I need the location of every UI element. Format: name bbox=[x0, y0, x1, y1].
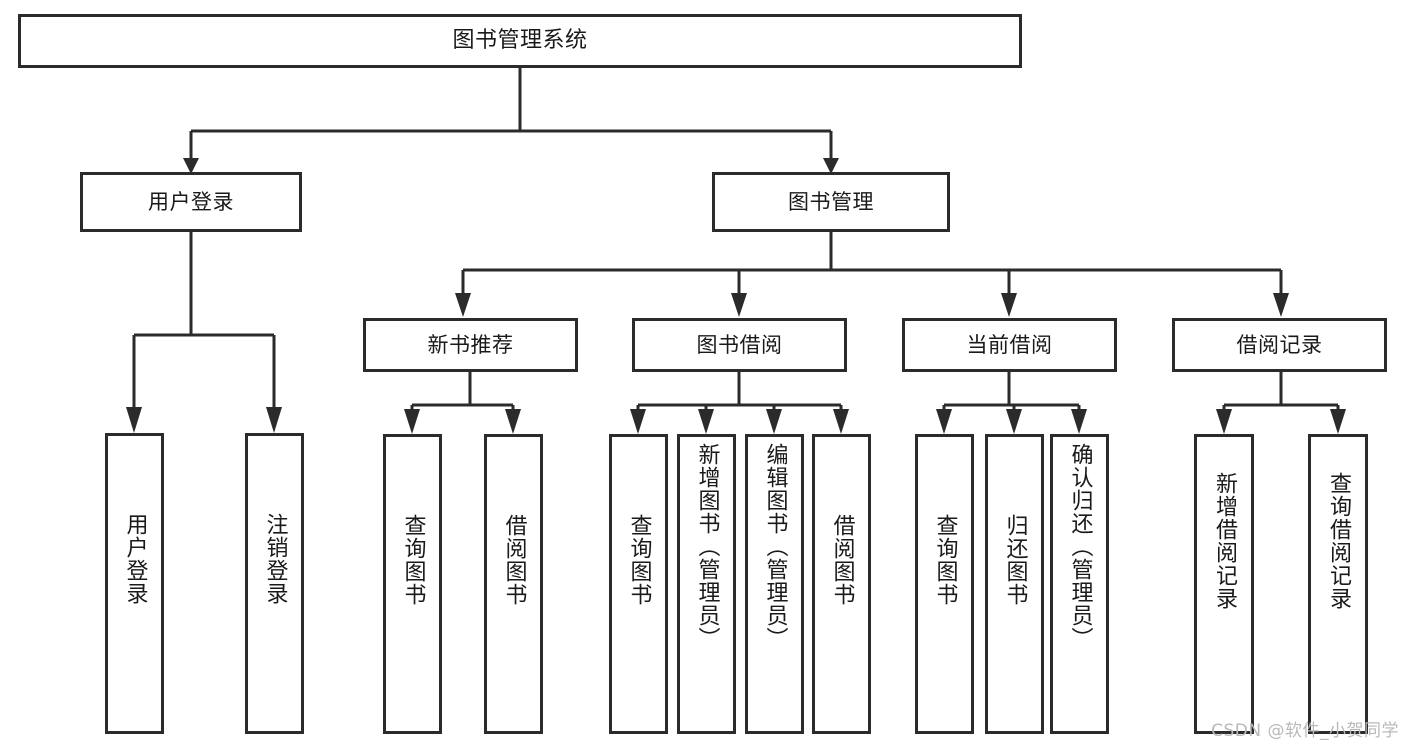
csdn-watermark: CSDN @软件_小贺同学 bbox=[1211, 721, 1399, 741]
arrow-cb-leaf-3 bbox=[1071, 409, 1087, 434]
node-label: 图书管理 bbox=[788, 189, 874, 214]
arrow-br-leaf-1 bbox=[1216, 409, 1232, 434]
node-book-manage[interactable]: 图书管理 bbox=[712, 172, 950, 232]
arrow-bb-leaf-1 bbox=[630, 409, 646, 434]
arrow-nbr-leaf-1 bbox=[404, 409, 420, 434]
arrow-l2-borrow-record bbox=[1273, 293, 1289, 317]
node-borrow-record[interactable]: 借阅记录 bbox=[1172, 318, 1387, 372]
node-label: 确认归还（管理员） bbox=[1067, 443, 1093, 650]
node-book-borrow[interactable]: 图书借阅 bbox=[632, 318, 847, 372]
node-label: 注销登录 bbox=[262, 513, 288, 605]
node-leaf-add-book-admin[interactable]: 新增图书（管理员） bbox=[677, 434, 736, 734]
arrow-bb-leaf-3 bbox=[766, 409, 782, 434]
arrow-l2-current-borrow bbox=[1001, 293, 1017, 317]
arrow-bb-leaf-2 bbox=[698, 409, 714, 434]
node-current-borrow[interactable]: 当前借阅 bbox=[902, 318, 1117, 372]
node-label: 图书管理系统 bbox=[452, 28, 588, 54]
arrow-cb-leaf-2 bbox=[1006, 409, 1022, 434]
node-leaf-add-borrow-record[interactable]: 新增借阅记录 bbox=[1194, 434, 1254, 734]
node-user-login[interactable]: 用户登录 bbox=[80, 172, 302, 232]
arrow-cb-leaf-1 bbox=[936, 409, 952, 434]
node-label: 查询借阅记录 bbox=[1325, 472, 1351, 610]
node-leaf-user-logout[interactable]: 注销登录 bbox=[245, 433, 304, 734]
node-leaf-query-borrow-record[interactable]: 查询借阅记录 bbox=[1308, 434, 1368, 734]
node-label: 查询图书 bbox=[626, 514, 652, 606]
node-label: 查询图书 bbox=[932, 514, 958, 606]
node-label: 新书推荐 bbox=[427, 332, 514, 357]
node-new-book-recommend[interactable]: 新书推荐 bbox=[363, 318, 578, 372]
arrow-user-login-leaf-1 bbox=[126, 407, 142, 433]
arrow-br-leaf-2 bbox=[1330, 409, 1346, 434]
node-leaf-confirm-return-admin[interactable]: 确认归还（管理员） bbox=[1050, 434, 1109, 734]
arrow-l2-book-borrow bbox=[731, 293, 747, 317]
node-label: 新增借阅记录 bbox=[1211, 472, 1237, 610]
node-leaf-borrow-book-borrow[interactable]: 借阅图书 bbox=[812, 434, 871, 734]
arrow-bb-leaf-4 bbox=[833, 409, 849, 434]
arrow-user-login-leaf-2 bbox=[266, 407, 282, 433]
node-label: 编辑图书（管理员） bbox=[762, 443, 788, 650]
node-label: 当前借阅 bbox=[966, 332, 1053, 357]
node-label: 用户登录 bbox=[148, 189, 234, 214]
node-leaf-query-book-current[interactable]: 查询图书 bbox=[915, 434, 974, 734]
node-label: 借阅图书 bbox=[829, 514, 855, 606]
node-label: 借阅图书 bbox=[501, 514, 527, 606]
node-label: 用户登录 bbox=[122, 513, 148, 605]
node-leaf-return-book[interactable]: 归还图书 bbox=[985, 434, 1044, 734]
node-leaf-user-login[interactable]: 用户登录 bbox=[105, 433, 164, 734]
node-root-book-management-system[interactable]: 图书管理系统 bbox=[18, 14, 1022, 68]
arrow-nbr-leaf-2 bbox=[505, 409, 521, 434]
node-leaf-borrow-book-recommend[interactable]: 借阅图书 bbox=[484, 434, 543, 734]
node-label: 查询图书 bbox=[400, 514, 426, 606]
node-label: 新增图书（管理员） bbox=[694, 443, 720, 650]
node-label: 归还图书 bbox=[1002, 514, 1028, 606]
node-leaf-edit-book-admin[interactable]: 编辑图书（管理员） bbox=[745, 434, 804, 734]
node-leaf-query-book-recommend[interactable]: 查询图书 bbox=[383, 434, 442, 734]
arrow-l2-new-book-recommend bbox=[455, 293, 471, 317]
node-label: 借阅记录 bbox=[1236, 332, 1323, 357]
node-leaf-query-book-borrow[interactable]: 查询图书 bbox=[609, 434, 668, 734]
node-label: 图书借阅 bbox=[696, 332, 783, 357]
